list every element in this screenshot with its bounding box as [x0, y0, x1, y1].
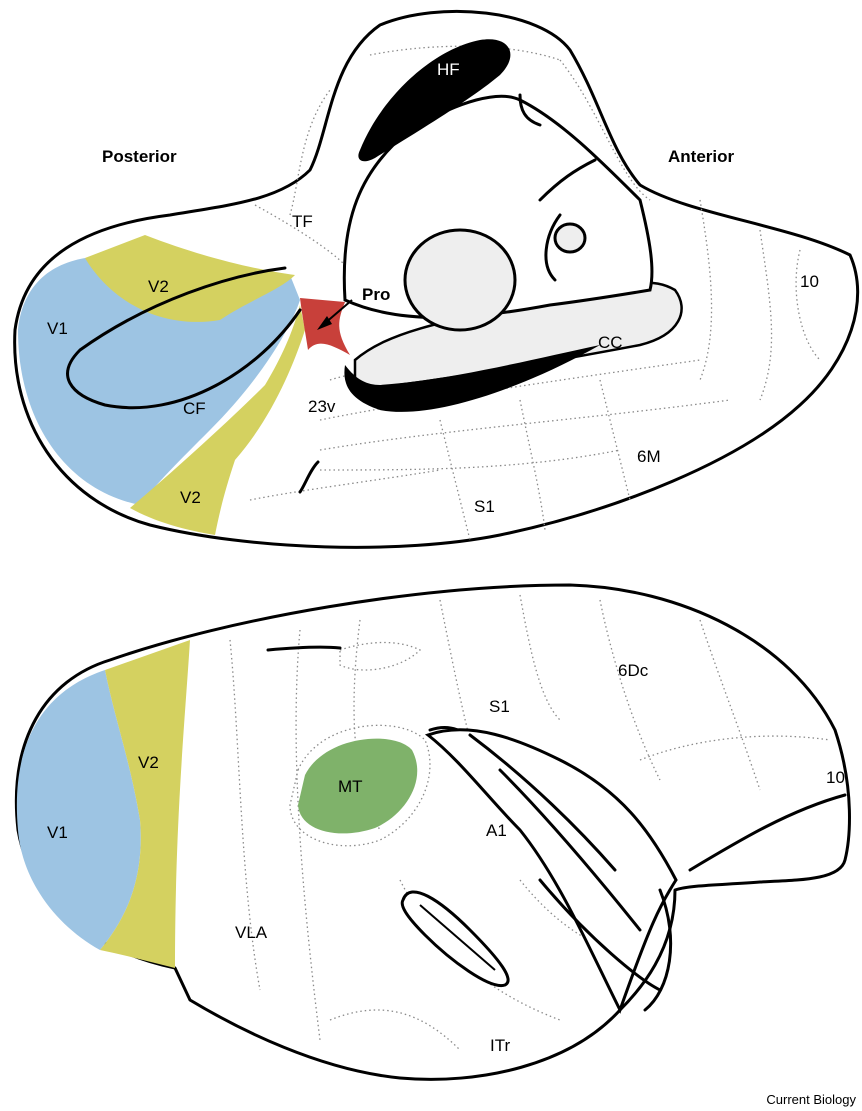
v1-lateral-label: V1 [47, 823, 68, 842]
vla-label: VLA [235, 923, 268, 942]
a1-label: A1 [486, 821, 507, 840]
6m-label: 6M [637, 447, 661, 466]
mt-label: MT [338, 777, 363, 796]
anterior-label: Anterior [668, 147, 735, 166]
cc-label: CC [598, 333, 623, 352]
s1-lateral-label: S1 [489, 697, 510, 716]
s1-medial-label: S1 [474, 497, 495, 516]
hf-label: HF [437, 60, 460, 79]
medial-view: Posterior Anterior HF TF V2 V1 CF V2 Pro… [15, 11, 858, 547]
v2-upper-label: V2 [148, 277, 169, 296]
pro-label: Pro [362, 285, 390, 304]
anterior-commissure [555, 224, 585, 252]
10-medial-label: 10 [800, 272, 819, 291]
10-lateral-label: 10 [826, 768, 845, 787]
23v-label: 23v [308, 397, 336, 416]
journal-credit: Current Biology [766, 1092, 856, 1107]
cf-label: CF [183, 399, 206, 418]
6dc-label: 6Dc [618, 661, 649, 680]
itr-label: ITr [490, 1036, 510, 1055]
v1-medial-label: V1 [47, 319, 68, 338]
thalamus-inner [405, 230, 515, 330]
lateral-view: V2 V1 MT VLA S1 6Dc A1 10 ITr [16, 585, 849, 1079]
v2-lateral-label: V2 [138, 753, 159, 772]
v2-lower-label: V2 [180, 488, 201, 507]
posterior-label: Posterior [102, 147, 177, 166]
tf-label: TF [292, 212, 313, 231]
